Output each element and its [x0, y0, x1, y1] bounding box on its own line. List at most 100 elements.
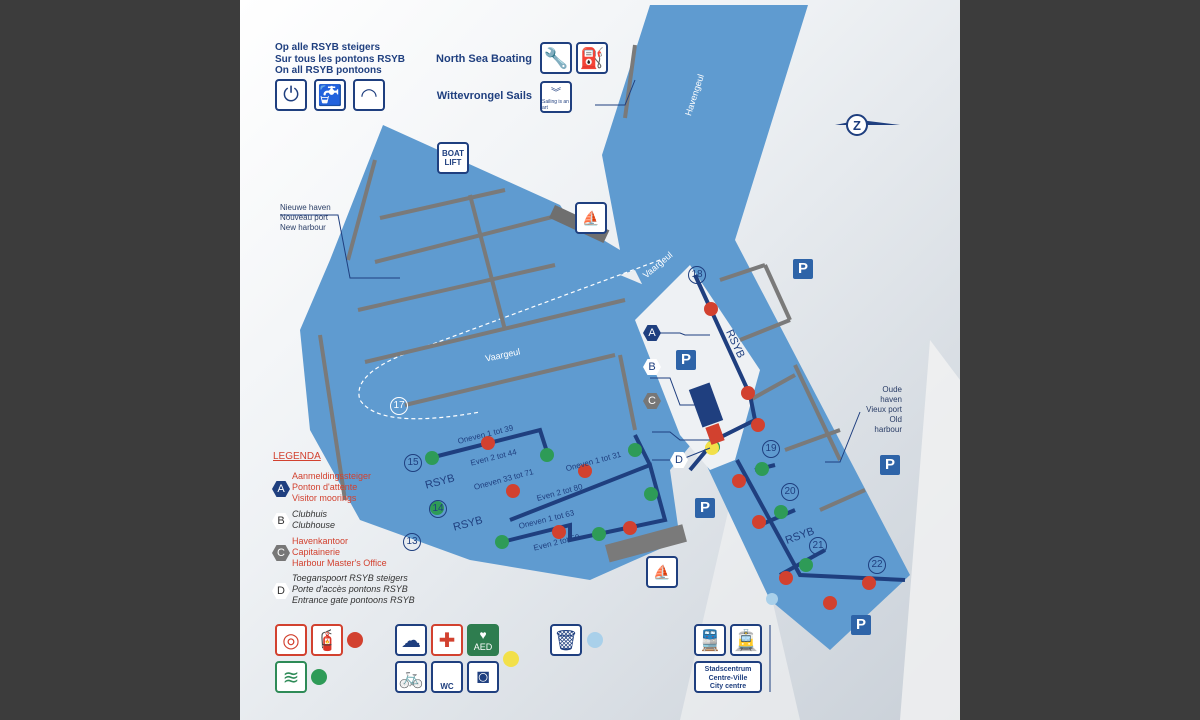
- note-line: Op alle RSYB steigers: [275, 42, 381, 53]
- first-aid-icon: ✚: [431, 624, 463, 656]
- pontoon-number: 17: [390, 397, 408, 415]
- legend-line: Porte d'accès pontons RSYB: [292, 584, 408, 594]
- legend-key-d: D: [272, 583, 290, 599]
- harbour-map: Z Op alle RSYB steigers Sur tous les pon…: [240, 0, 960, 720]
- red-dot: [623, 521, 637, 535]
- rsyb-amenities-note: Op alle RSYB steigers Sur tous les ponto…: [275, 42, 405, 77]
- north-sea-boating-label: North Sea Boating: [436, 53, 532, 65]
- legend-key-b: B: [272, 513, 290, 529]
- legend-item-b: Clubhuis Clubhouse: [292, 509, 335, 531]
- aed-icon: ♥AED: [467, 624, 499, 656]
- bicycle-parking-icon: 🚲: [395, 661, 427, 693]
- green-dot: [799, 558, 813, 572]
- wittevrongel-sails-label: Wittevrongel Sails: [436, 90, 532, 102]
- tram-icon: 🚊: [730, 624, 762, 656]
- sign-line: Stadscentrum: [704, 666, 752, 673]
- washing-machine-icon: ◙: [467, 661, 499, 693]
- red-dot: [823, 596, 837, 610]
- svg-text:Z: Z: [853, 118, 861, 133]
- new-harbour-label: Nieuwe haven Nouveau port New harbour: [280, 203, 331, 233]
- aed-label: AED: [473, 642, 493, 652]
- green-dot: [628, 443, 642, 457]
- train-icon: 🚆: [694, 624, 726, 656]
- red-dot: [704, 302, 718, 316]
- legend-line: Clubhouse: [292, 520, 336, 530]
- vaargeul-route: [358, 259, 661, 420]
- label-line: Oude haven: [880, 385, 902, 404]
- marker-c: C: [643, 393, 661, 409]
- fuel-pump-icon: ⛽: [576, 42, 608, 74]
- marker-a: A: [643, 325, 661, 341]
- legend-line: Visitor moorings: [292, 493, 357, 503]
- logo-text: Sailing is an art: [542, 98, 569, 111]
- label-line: New harbour: [280, 223, 326, 232]
- red-dot: [506, 484, 520, 498]
- parking-sign: P: [851, 615, 871, 635]
- legend-line: Clubhuis: [292, 509, 328, 519]
- marker-d: D: [670, 452, 688, 468]
- red-dot: [732, 474, 746, 488]
- parking-sign: P: [695, 498, 715, 518]
- yellow-dot: [705, 441, 719, 455]
- pontoon-number: 14: [429, 500, 447, 518]
- clubhouse-building: [688, 382, 725, 445]
- green-dot: [644, 487, 658, 501]
- lightblue-dot-legend: [587, 632, 603, 648]
- water-tap-icon: 🚰: [314, 79, 346, 111]
- green-dot: [425, 451, 439, 465]
- label-line: Nouveau port: [280, 213, 329, 222]
- boat-lift-sign: BOAT LIFT: [437, 142, 469, 174]
- plug-icon: ⏻: [275, 79, 307, 111]
- legend-line: Harbour Master's Office: [292, 558, 387, 568]
- red-dot: [751, 418, 765, 432]
- legend-item-d: Toeganspoort RSYB steigers Porte d'accès…: [292, 573, 415, 606]
- city-centre-sign: Stadscentrum Centre-Ville City centre: [694, 661, 762, 693]
- green-dot-legend: [311, 669, 327, 685]
- green-dot: [755, 462, 769, 476]
- litter-bin-icon: 🗑: [550, 624, 582, 656]
- fire-extinguisher-icon: 🧯: [311, 624, 343, 656]
- note-line: Sur tous les pontons RSYB: [275, 53, 406, 65]
- yellow-dot-legend: [503, 651, 519, 667]
- pontoon-number: 15: [404, 454, 422, 472]
- pontoon-number: 18: [688, 266, 706, 284]
- pontoon-number: 19: [762, 440, 780, 458]
- legend-line: Ponton d'attente: [292, 482, 358, 492]
- swimming-pool-icon: ≋: [275, 661, 307, 693]
- wc-label: WC: [440, 682, 454, 691]
- sign-line: City centre: [709, 683, 747, 690]
- legend-line: Entrance gate pontoons RSYB: [292, 595, 415, 605]
- red-dot: [752, 515, 766, 529]
- parking-sign: P: [793, 259, 813, 279]
- lightblue-dot: [766, 593, 778, 605]
- slipway-icon: ⛵: [646, 556, 678, 588]
- parking-sign: P: [676, 350, 696, 370]
- legend-item-a: Aanmeldingssteiger Ponton d'attente Visi…: [292, 471, 371, 504]
- legend-line: Aanmeldingssteiger: [292, 471, 372, 481]
- green-dot: [540, 448, 554, 462]
- green-dot: [774, 505, 788, 519]
- red-dot: [862, 576, 876, 590]
- pontoon-number: 20: [781, 483, 799, 501]
- marker-b: B: [643, 359, 661, 375]
- shower-wc-icon: WC: [431, 661, 463, 693]
- red-dot: [552, 525, 566, 539]
- sail-shape: [900, 340, 960, 720]
- legend-line: Capitainerie: [292, 547, 341, 557]
- wifi-icon: ◠: [353, 79, 385, 111]
- north-compass-icon: Z: [835, 114, 900, 136]
- red-dot: [741, 386, 755, 400]
- legend-title: LEGENDA: [273, 451, 321, 462]
- old-harbour-label: Oude haven Vieux port Old harbour: [860, 385, 902, 435]
- jetties: [318, 44, 866, 512]
- sign-line: Centre-Ville: [708, 674, 748, 682]
- map-graphic: Z: [280, 5, 960, 720]
- label-line: Old harbour: [874, 415, 902, 434]
- boat-lift-label: BOAT LIFT: [441, 149, 465, 167]
- weather-info-icon: ☁: [395, 624, 427, 656]
- slipway-icon: ⛵: [575, 202, 607, 234]
- legend-line: Toeganspoort RSYB steigers: [292, 573, 408, 583]
- parking-sign: P: [880, 455, 900, 475]
- red-dot: [578, 464, 592, 478]
- wrench-icon: 🔧: [540, 42, 572, 74]
